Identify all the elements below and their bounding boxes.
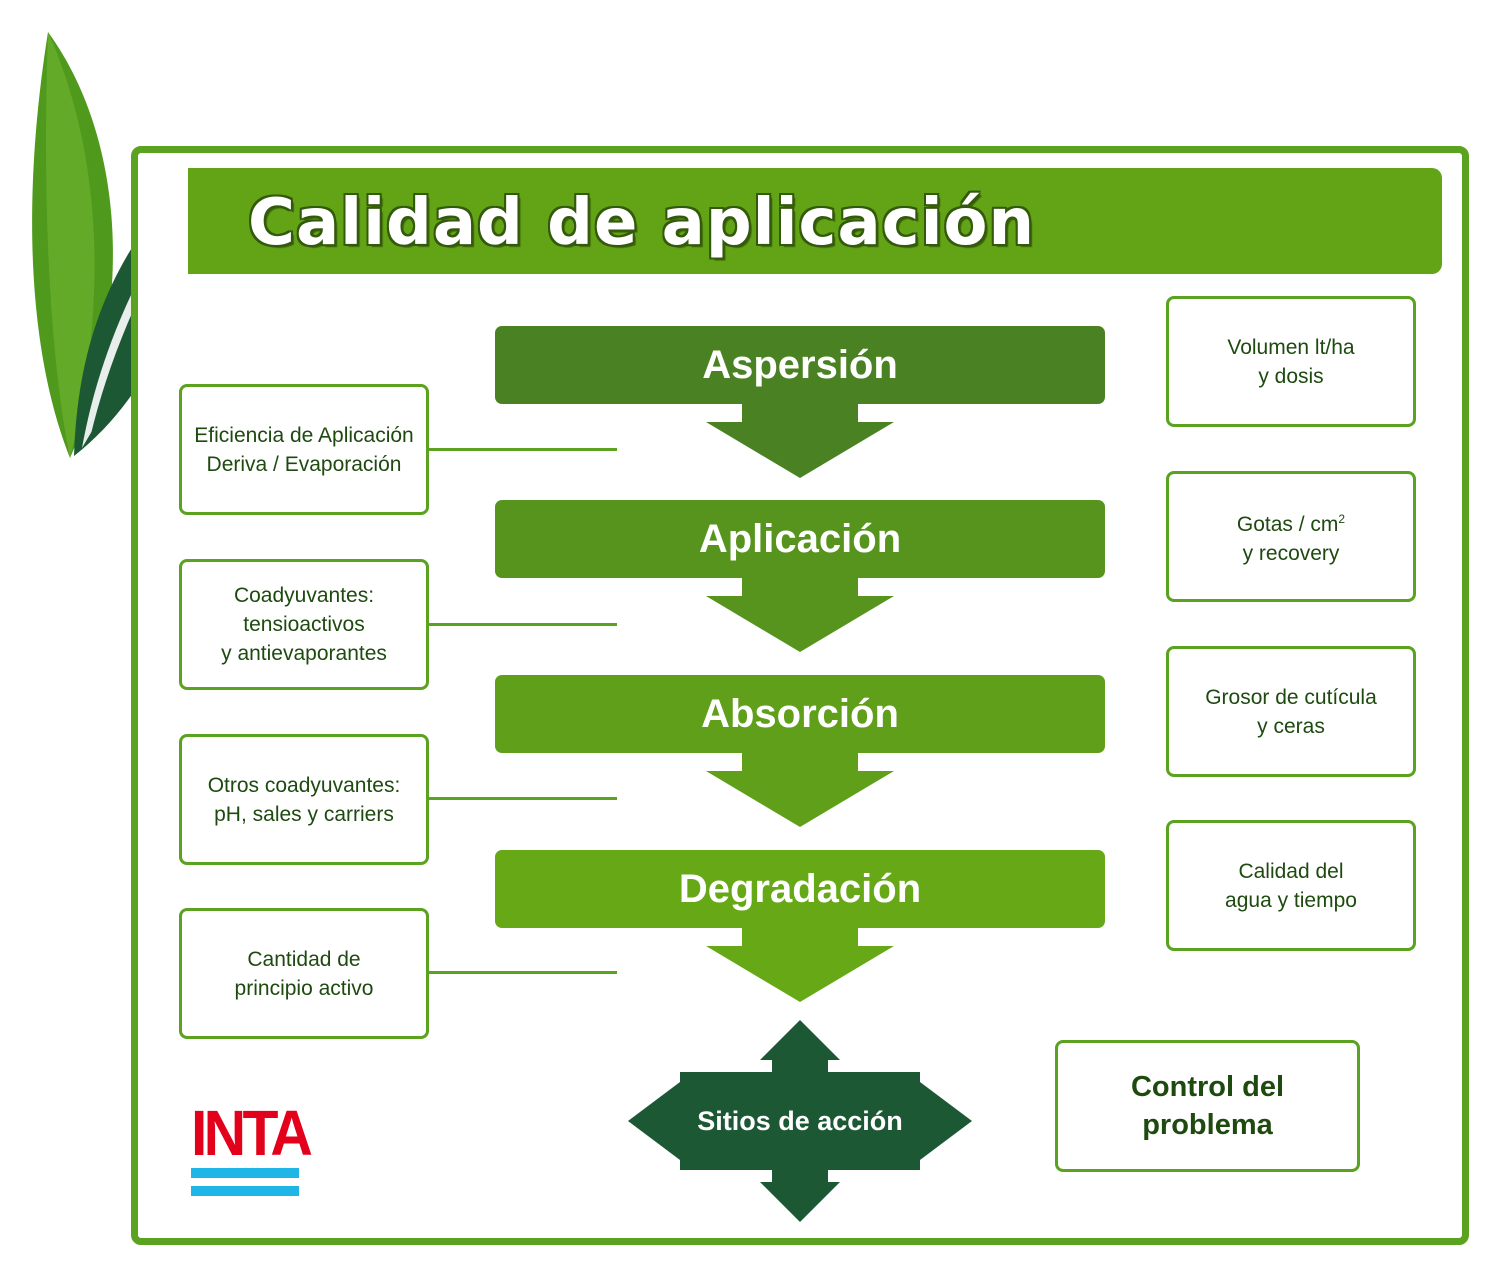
factor-line: y antievaporantes	[221, 642, 387, 665]
factor-line: Coadyuvantes:	[233, 584, 375, 607]
down-arrow-icon	[706, 578, 894, 652]
down-arrow-icon	[706, 753, 894, 827]
right-factor-box: Grosor de cutícula y ceras	[1166, 646, 1416, 777]
stage-bar-aspersion: Aspersión	[495, 326, 1105, 404]
connector-line	[429, 797, 617, 800]
result-line: Control del	[1130, 1071, 1285, 1103]
result-line: problema	[1142, 1109, 1273, 1141]
factor-line: Volumen lt/ha	[1227, 335, 1355, 359]
right-factor-box: Gotas / cm2 y recovery	[1166, 471, 1416, 602]
factor-line: y dosis	[1258, 364, 1324, 388]
logo-stripe	[191, 1186, 299, 1196]
factor-line: Eficiencia de Aplicación	[194, 423, 414, 447]
factor-line: Cantidad de	[247, 947, 361, 971]
superscript: 2	[1338, 512, 1346, 526]
factor-line: y ceras	[1257, 714, 1325, 738]
stage-label: Degradación	[678, 866, 922, 911]
factor-line: principio activo	[234, 976, 374, 1000]
stage-label: Aspersión	[702, 342, 898, 387]
inta-logo: INTA	[191, 1097, 313, 1199]
header-banner: Calidad de aplicación	[188, 168, 1442, 274]
down-arrow-icon	[706, 404, 894, 478]
logo-stripe	[191, 1168, 299, 1178]
factor-line: Gotas / cm2	[1237, 505, 1345, 539]
factor-line: Calidad del	[1238, 859, 1344, 883]
four-way-arrow-icon	[628, 1020, 972, 1222]
target-label: Sitios de acción	[697, 1105, 903, 1136]
logo-text: INTA	[191, 1097, 313, 1169]
stage-bar-absorcion: Absorción	[495, 675, 1105, 753]
factor-line: tensioactivos	[243, 613, 365, 636]
result-box: Control del problema	[1055, 1040, 1360, 1172]
stage-label: Absorción	[701, 691, 899, 736]
factor-line: Otros coadyuvantes:	[207, 773, 401, 797]
left-factor-box: Cantidad de principio activo	[179, 908, 429, 1039]
factor-line: agua y tiempo	[1225, 888, 1357, 912]
right-factor-box: Calidad del agua y tiempo	[1166, 820, 1416, 951]
factor-line: Deriva / Evaporación	[206, 452, 402, 476]
factor-line: pH, sales y carriers	[214, 802, 394, 826]
factor-line: y recovery	[1242, 542, 1340, 565]
factor-text: Gotas / cm	[1236, 513, 1339, 536]
connector-line	[429, 448, 617, 451]
right-factor-box: Volumen lt/ha y dosis	[1166, 296, 1416, 427]
connector-line	[429, 623, 617, 626]
left-factor-box: Otros coadyuvantes: pH, sales y carriers	[179, 734, 429, 865]
left-factor-box: Coadyuvantes: tensioactivos y antievapor…	[179, 559, 429, 690]
factor-line: Grosor de cutícula	[1205, 685, 1377, 709]
down-arrow-icon	[706, 928, 894, 1002]
connector-line	[429, 971, 617, 974]
page-title: Calidad de aplicación	[248, 186, 1036, 260]
stage-bar-aplicacion: Aplicación	[495, 500, 1105, 578]
left-factor-box: Eficiencia de Aplicación Deriva / Evapor…	[179, 384, 429, 515]
stage-label: Aplicación	[698, 516, 902, 561]
stage-bar-degradacion: Degradación	[495, 850, 1105, 928]
